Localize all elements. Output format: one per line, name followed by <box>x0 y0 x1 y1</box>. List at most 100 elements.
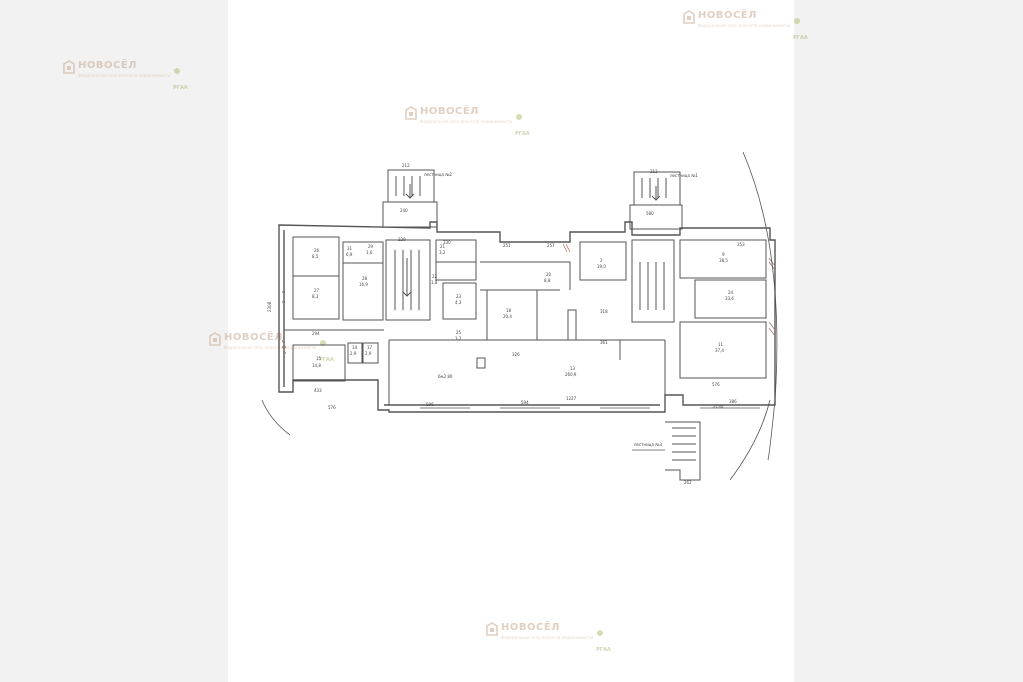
watermark-brand: НОВОСЁЛ <box>78 60 137 71</box>
room-labels: 26 8,5 27 8,3 28 16,9 29 1,6 31 6,9 21 3… <box>312 244 734 379</box>
room-number: 27 <box>314 288 320 293</box>
dim-label: 212 <box>650 169 658 174</box>
room-number: 26 <box>314 248 320 253</box>
watermark-subtitle: Федеральная сеть агентств недвижимости <box>501 635 594 640</box>
watermark-badge: РГАА <box>319 357 334 363</box>
dim-label: 2308 <box>267 301 272 312</box>
room-area: 8,3 <box>312 294 319 299</box>
room-number: 24 <box>728 290 734 295</box>
room-area: 38,5 <box>719 258 728 263</box>
room-area: 8,8 <box>544 278 551 283</box>
room-number: 29 <box>368 244 374 249</box>
dim-label: 318 <box>600 309 608 314</box>
room-area: 37,4 <box>715 348 724 353</box>
watermark-badge: РГАА <box>515 131 530 137</box>
watermark: НОВОСЁЛ Федеральная сеть агентств недвиж… <box>405 106 530 137</box>
outer-walls <box>278 221 776 413</box>
dim-label: 2130 <box>713 404 724 409</box>
dim-label: 576 <box>328 405 336 410</box>
dimension-labels: 240 212 580 229 251 353 257 212 330 594 … <box>267 163 745 485</box>
interior-walls <box>284 236 767 405</box>
dim-label: 596 <box>426 402 434 407</box>
dim-label: 262 <box>684 480 692 485</box>
watermark: НОВОСЁЛ Федеральная сеть агентств недвиж… <box>63 60 188 91</box>
dim-label: 257 <box>547 243 555 248</box>
site-boundary-arcs <box>261 151 778 481</box>
dim-label: 353 <box>737 242 745 247</box>
room-number: 23 <box>456 294 462 299</box>
watermark-brand: НОВОСЁЛ <box>501 622 560 633</box>
room-number: 15 <box>316 356 322 361</box>
dim-label: 326 <box>512 352 520 357</box>
watermark-brand: НОВОСЁЛ <box>420 106 479 117</box>
room-number: 14 <box>352 345 358 350</box>
logo-house-icon <box>209 332 221 346</box>
room-number: 31 <box>347 246 353 251</box>
room-area: 6,9 <box>346 252 353 257</box>
watermark-badge: РГАА <box>173 85 188 91</box>
room-number: 22 <box>432 274 438 279</box>
room-area: 260,9 <box>565 372 577 377</box>
room-area: 1,8 <box>431 280 438 285</box>
hatched-pillars <box>281 243 776 355</box>
leaf-icon <box>597 630 604 636</box>
dim-label: 361 <box>600 340 608 345</box>
room-number: 17 <box>367 345 373 350</box>
leaf-icon <box>516 114 523 120</box>
dim-label: 594 <box>521 400 529 405</box>
watermark-subtitle: Федеральная сеть агентств недвижимости <box>78 73 171 78</box>
room-area: 20,4 <box>503 314 512 319</box>
room-number: 21 <box>440 244 446 249</box>
room-number: 13 <box>570 366 576 371</box>
watermark-subtitle: Федеральная сеть агентств недвижимости <box>224 345 317 350</box>
stair-tower-right <box>629 171 683 230</box>
logo-house-icon <box>63 60 75 74</box>
dim-label: 240 <box>400 208 408 213</box>
dim-label: 433 <box>314 388 322 393</box>
room-number: 25 <box>456 330 462 335</box>
watermark-brand: НОВОСЁЛ <box>698 10 757 21</box>
room-number: 20 <box>546 272 552 277</box>
room-area: 2,9 <box>365 351 372 356</box>
windows <box>282 291 760 409</box>
room-number: 2 <box>600 258 603 263</box>
dim-label: 580 <box>646 211 654 216</box>
watermark: НОВОСЁЛ Федеральная сеть агентств недвиж… <box>683 10 808 41</box>
room-number: 18 <box>506 308 512 313</box>
room-area: 3,2 <box>455 336 462 341</box>
watermark: НОВОСЁЛ Федеральная сеть агентств недвиж… <box>486 622 611 653</box>
room-area: 14,8 <box>312 363 321 368</box>
leaf-icon <box>174 68 181 74</box>
room-area: 19,0 <box>597 264 606 269</box>
leaf-icon <box>794 18 801 24</box>
room-area: 8,5 <box>312 254 319 259</box>
watermark-subtitle: Федеральная сеть агентств недвижимости <box>698 23 791 28</box>
dim-label: 229 <box>398 237 406 242</box>
dim-label: 330 <box>443 240 451 245</box>
dim-label: 386 <box>729 399 737 404</box>
stair-label-right: лестница №1 <box>670 173 698 178</box>
logo-house-icon <box>405 106 417 120</box>
room-area: 33,6 <box>725 296 734 301</box>
dim-label: 251 <box>503 243 511 248</box>
room-number: 11 <box>718 342 724 347</box>
watermark-brand: НОВОСЁЛ <box>224 332 283 343</box>
room-area: 16,9 <box>359 282 368 287</box>
dim-label: 212 <box>402 163 410 168</box>
room-number: 28 <box>362 276 368 281</box>
stair-tower-left <box>382 169 438 228</box>
room-number: 9 <box>722 252 725 257</box>
stair-label-bottom: лестница №3 <box>634 442 662 447</box>
logo-house-icon <box>683 10 695 24</box>
logo-house-icon <box>486 622 498 636</box>
watermark-badge: РГАА <box>596 647 611 653</box>
dim-label: 294 <box>312 331 320 336</box>
dim-label: 576 <box>712 382 720 387</box>
room-area: 3,2 <box>439 250 446 255</box>
watermark-badge: РГАА <box>793 35 808 41</box>
room-area: 6м2 80 <box>438 374 453 379</box>
stair-bottom <box>632 421 701 481</box>
room-area: 1,6 <box>366 250 373 255</box>
room-area: 2,9 <box>350 351 357 356</box>
